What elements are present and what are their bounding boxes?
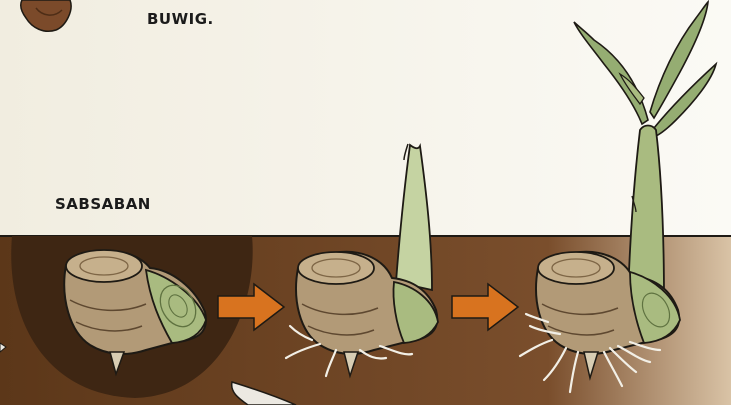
label-buwig: BUWIG. bbox=[147, 10, 214, 28]
label-sabsaban: SABSABAN bbox=[55, 195, 151, 213]
